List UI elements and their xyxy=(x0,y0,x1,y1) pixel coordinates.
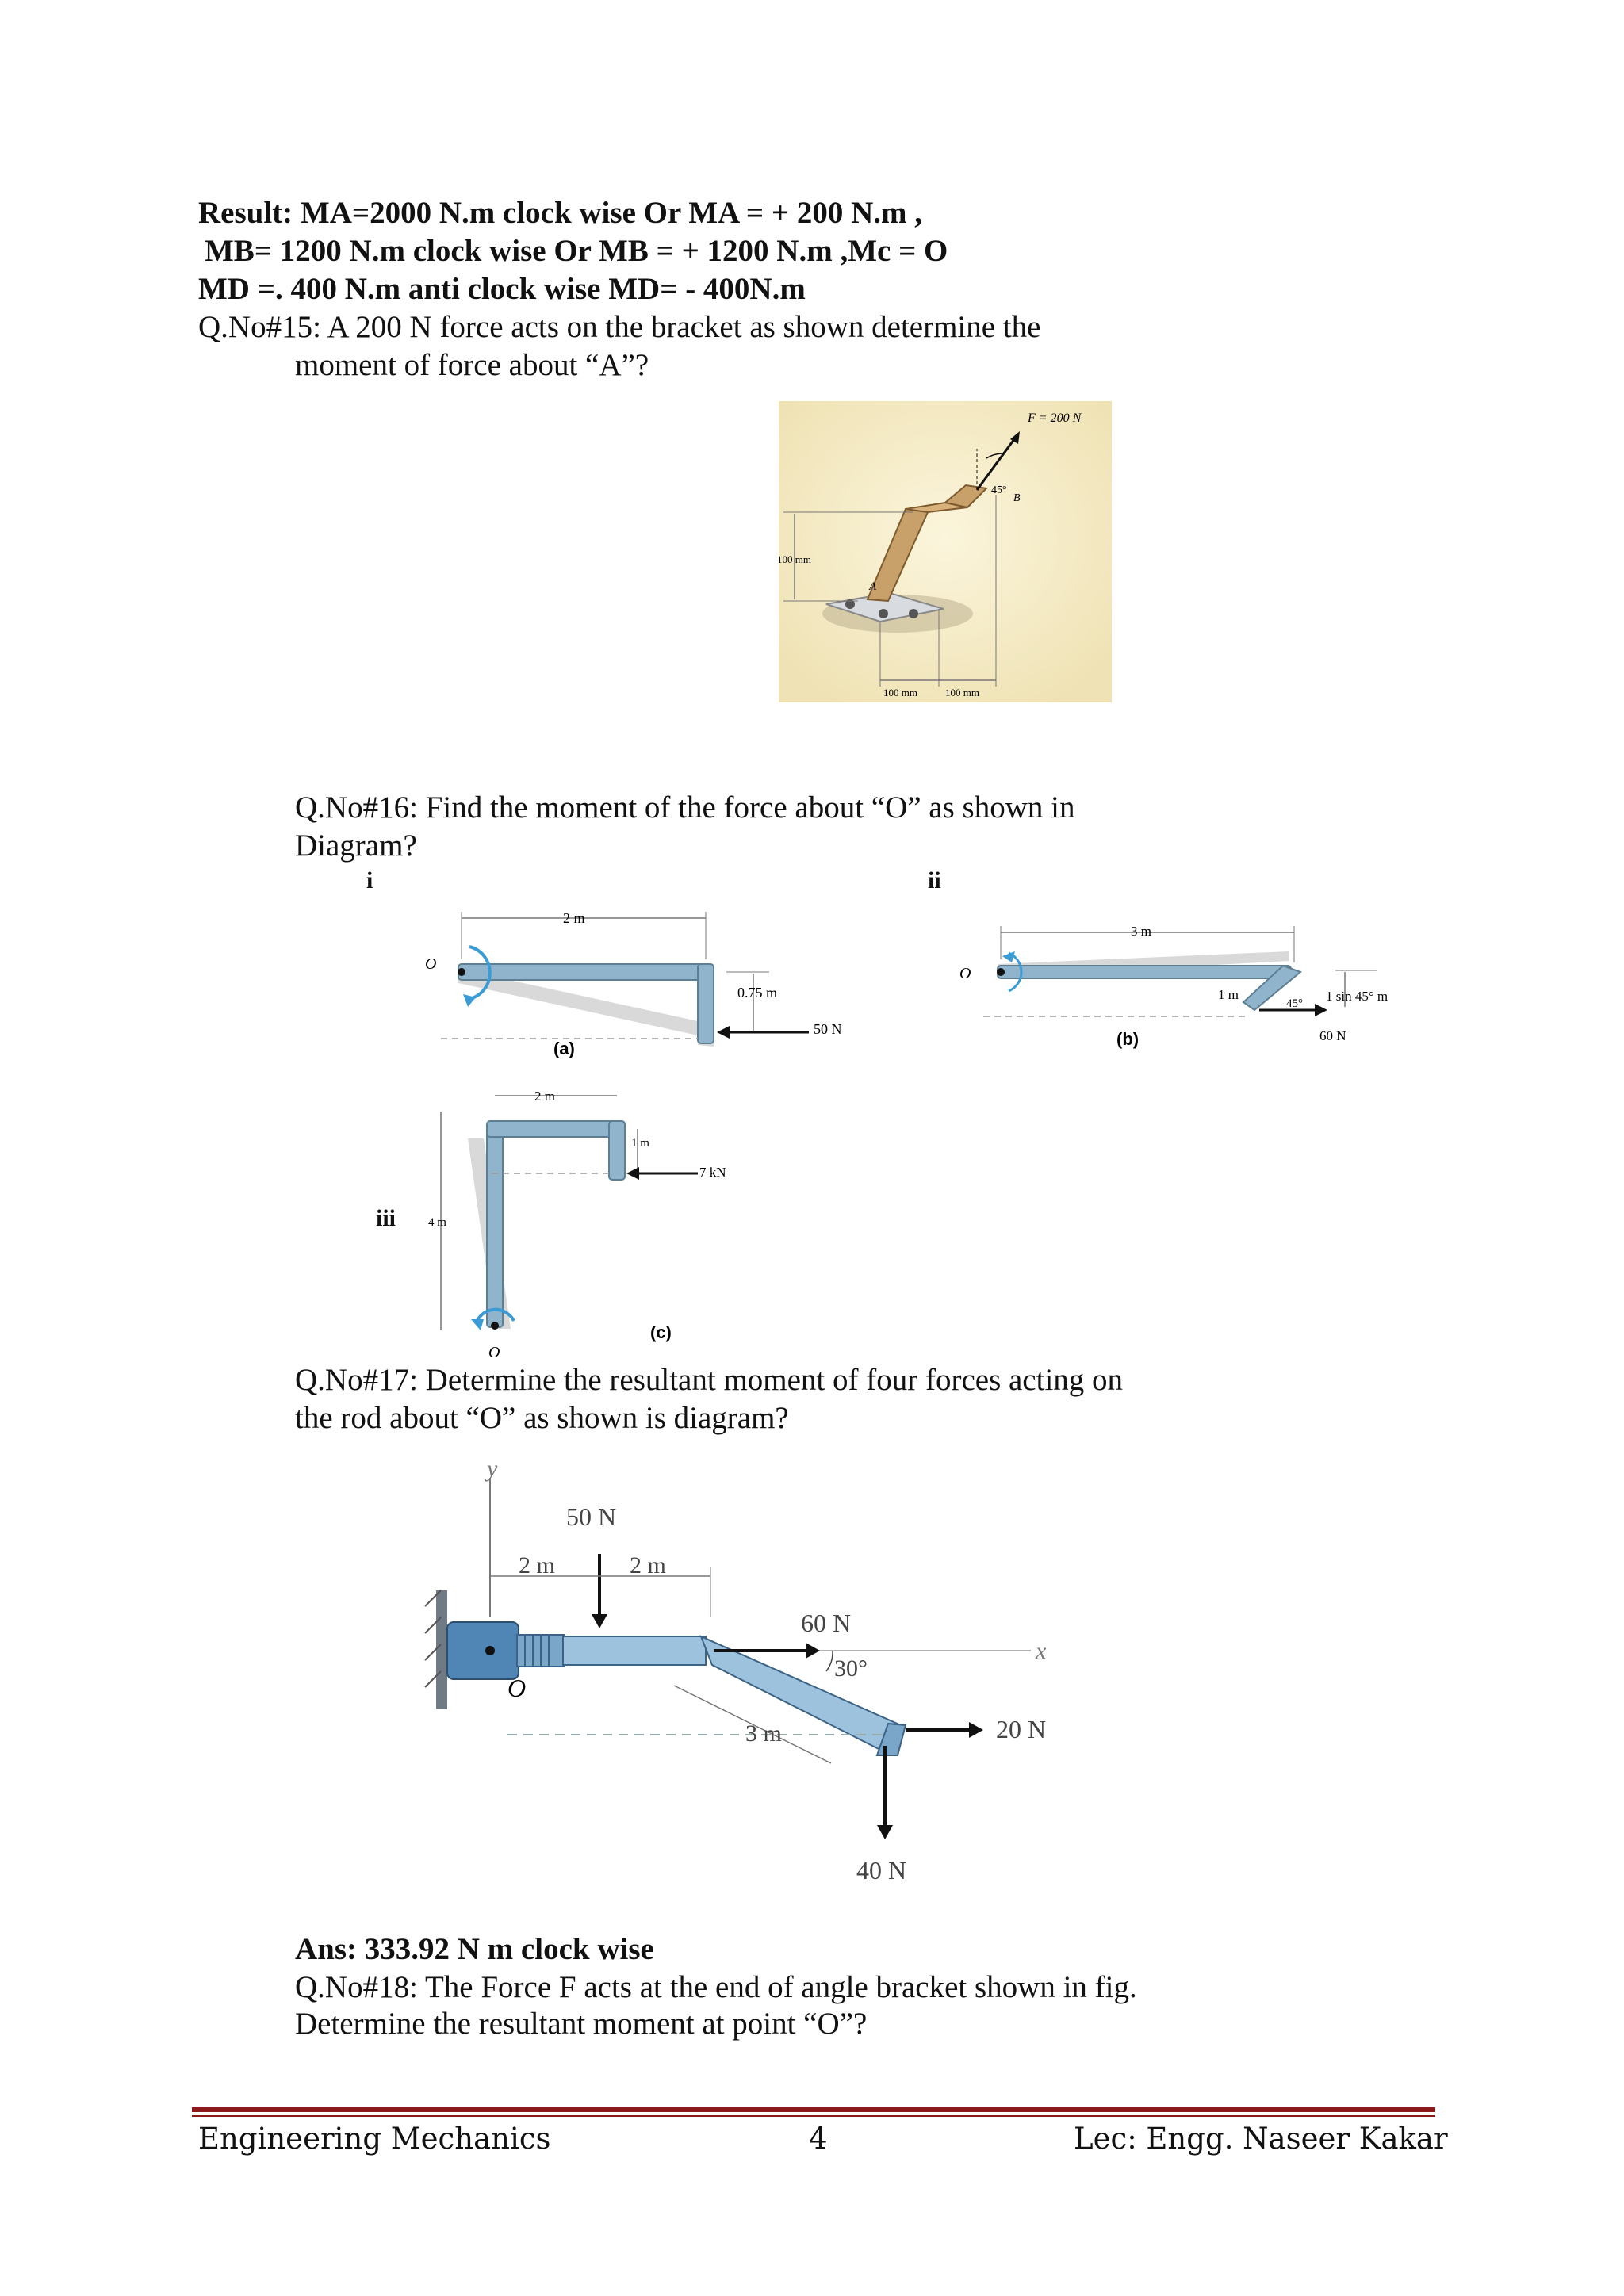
q16b-force: 60 N xyxy=(1320,1028,1346,1043)
q15-bracket-figure: F = 200 N 45° A B 100 mm 100 mm 100 mm xyxy=(779,401,1112,702)
footer-rule-thick xyxy=(192,2107,1435,2112)
q16a-force: 50 N xyxy=(814,1021,842,1037)
footer-page-number: 4 xyxy=(809,2122,828,2156)
q15-point-b: B xyxy=(1013,492,1021,504)
q16-figure-c: 2 m 1 m 4 m 7 kN O (c) xyxy=(412,1083,761,1368)
footer-lecturer: Lec: Engg. Naseer Kakar xyxy=(1074,2122,1448,2156)
q16-question-line-2: Diagram? xyxy=(295,828,417,863)
q15-force-label: F = 200 N xyxy=(1027,411,1082,425)
q16-question-line-1: Q.No#16: Find the moment of the force ab… xyxy=(295,790,1075,825)
q15-point-a: A xyxy=(868,580,877,593)
q16-part-iii-label: iii xyxy=(376,1205,396,1231)
q16b-angle: 45° xyxy=(1286,997,1303,1010)
result-line-2: MB= 1200 N.m clock wise Or MB = + 1200 N… xyxy=(205,234,948,268)
q15-question-line-2: moment of force about “A”? xyxy=(295,348,649,382)
q17-angle: 30° xyxy=(834,1655,868,1682)
q17-origin: O xyxy=(508,1674,526,1702)
q16c-dim-height: 4 m xyxy=(428,1216,446,1229)
footer-course-title: Engineering Mechanics xyxy=(198,2122,551,2156)
q17-force-50: 50 N xyxy=(566,1502,616,1531)
q17-dim-2: 2 m xyxy=(630,1552,666,1578)
q16b-dim-sin: 1 sin 45° m xyxy=(1326,989,1388,1004)
q16b-point-o: O xyxy=(959,965,971,982)
q17-question-line-2: the rod about “O” as shown is diagram? xyxy=(295,1401,789,1435)
q15-dim-h1: 100 mm xyxy=(883,687,917,698)
q16c-point-o: O xyxy=(488,1344,500,1361)
q16a-caption: (a) xyxy=(553,1039,575,1058)
q18-question-line-2: Determine the resultant moment at point … xyxy=(295,2007,868,2041)
q17-rod-figure: y x O 50 N 2 m 2 m 60 N xyxy=(381,1459,1094,1903)
q16c-dim-width: 2 m xyxy=(534,1089,555,1104)
q17-dim-3: 3 m xyxy=(745,1720,782,1747)
q16b-dim-seg: 1 m xyxy=(1218,987,1239,1002)
q17-force-20: 20 N xyxy=(996,1715,1046,1743)
q16c-force: 7 kN xyxy=(699,1165,726,1180)
q16a-dim-len: 2 m xyxy=(563,910,585,926)
q16-figure-b: 3 m 1 m 45° 1 sin 45° m 60 N O (b) xyxy=(948,912,1440,1070)
q17-answer: Ans: 333.92 N m clock wise xyxy=(295,1932,654,1966)
result-line-1: Result: MA=2000 N.m clock wise Or MA = +… xyxy=(198,196,922,230)
q17-question-line-1: Q.No#17: Determine the resultant moment … xyxy=(295,1363,1124,1397)
q15-dim-vertical: 100 mm xyxy=(779,553,811,565)
q16c-dim-drop: 1 m xyxy=(631,1137,649,1150)
q16-part-ii-label: ii xyxy=(928,867,941,894)
q17-dim-1: 2 m xyxy=(519,1552,555,1578)
q17-force-40: 40 N xyxy=(856,1856,906,1885)
q17-axis-x: x xyxy=(1035,1638,1047,1664)
q16a-point-o: O xyxy=(425,955,436,973)
q16b-dim-len: 3 m xyxy=(1131,924,1151,939)
q15-question-line-1: Q.No#15: A 200 N force acts on the brack… xyxy=(198,310,1041,344)
q16c-caption: (c) xyxy=(650,1322,672,1342)
q16a-dim-drop: 0.75 m xyxy=(737,985,777,1001)
q17-force-60: 60 N xyxy=(801,1609,851,1637)
q15-angle-label: 45° xyxy=(991,484,1007,496)
footer-rule-thin xyxy=(192,2115,1435,2117)
q16-part-i-label: i xyxy=(366,867,373,894)
q18-question-line-1: Q.No#18: The Force F acts at the end of … xyxy=(295,1970,1137,2004)
q17-axis-y: y xyxy=(485,1459,498,1482)
result-line-3: MD =. 400 N.m anti clock wise MD= - 400N… xyxy=(198,272,806,306)
q16b-caption: (b) xyxy=(1116,1029,1139,1049)
q16-figure-a: 2 m 0.75 m 50 N O (a) xyxy=(412,896,856,1078)
q15-dim-h2: 100 mm xyxy=(945,687,979,698)
